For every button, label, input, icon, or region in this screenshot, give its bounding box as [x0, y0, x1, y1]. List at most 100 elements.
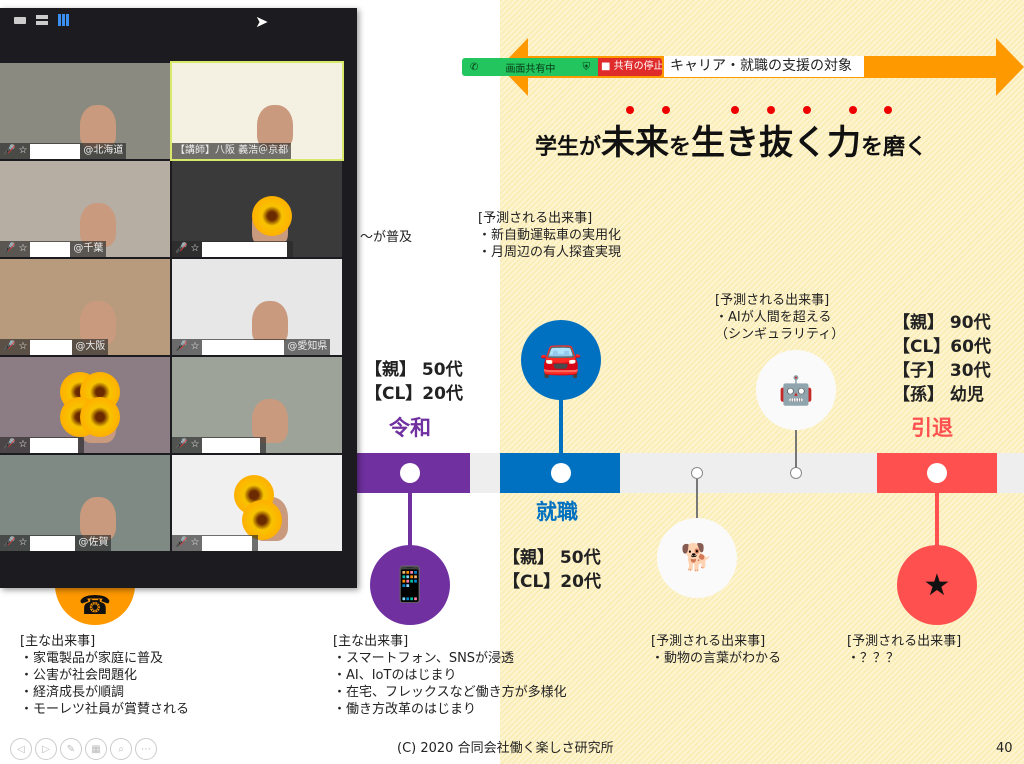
- participant-tile[interactable]: 🎤̸☆: [172, 161, 342, 257]
- slide-title: 学生が未来を生き抜く力を磨く: [535, 115, 927, 164]
- participant-video: [80, 105, 116, 149]
- title-emph: 未来: [601, 123, 670, 163]
- stop-share-button[interactable]: ■ 共有の停止: [598, 58, 662, 76]
- timeline-node: [400, 463, 420, 483]
- redacted-name: [30, 437, 79, 453]
- redacted-name: [30, 339, 73, 355]
- events-heading: [主な出来事]: [20, 634, 96, 649]
- share-status-label: 画面共有中: [505, 63, 556, 75]
- strip-view-icon[interactable]: [36, 15, 48, 25]
- speaker-view-icon[interactable]: [14, 16, 26, 24]
- phone-icon: ✆: [470, 61, 479, 73]
- event-item: ・公害が社会問題化: [20, 668, 138, 683]
- more-options-icon[interactable]: ⋯: [135, 738, 157, 760]
- participant-name: @佐賀: [78, 537, 109, 548]
- events-heading: [予測される出来事]: [715, 293, 830, 308]
- event-item: ・AIが人間を超える: [715, 310, 832, 325]
- intai-age: 【子】 30代: [893, 361, 991, 381]
- robot-icon: 🤖: [756, 350, 836, 430]
- footer-copyright: (C) 2020 合同会社働く楽しさ研究所: [397, 741, 614, 756]
- intai-age: 【CL】60代: [893, 337, 991, 357]
- stem: [696, 479, 698, 519]
- timeline-small-node: [790, 467, 802, 479]
- participant-name-label: 🎤̸☆: [0, 437, 85, 453]
- participant-tile[interactable]: 🎤̸☆@愛知県: [172, 259, 342, 355]
- participant-video: [80, 203, 116, 247]
- participant-tile[interactable]: 🎤̸☆@大阪: [0, 259, 170, 355]
- star-icon: ☆: [190, 439, 200, 450]
- participant-name-label: 🎤̸☆@愛知県: [172, 339, 331, 355]
- car-icon: 🚘: [521, 320, 601, 400]
- flower-mask: [252, 196, 292, 236]
- participant-video: [257, 105, 293, 149]
- participant-tile[interactable]: 🎤̸☆: [172, 357, 342, 453]
- participant-video: [252, 399, 288, 443]
- video-gallery-window[interactable]: 🎤̸☆@北海道【講師】八阪 義浩＠京都🎤̸☆@千葉🎤̸☆🎤̸☆@大阪🎤̸☆@愛知…: [0, 8, 357, 588]
- flower-mask: [242, 500, 282, 540]
- slides-grid-icon[interactable]: ▦: [85, 738, 107, 760]
- event-item: （シンギュラリティ）: [715, 327, 845, 342]
- participant-name-label: 🎤̸☆@北海道: [0, 143, 127, 159]
- smartphone-icon: 📱: [370, 545, 450, 625]
- star-icon: ☆: [190, 341, 200, 352]
- mouse-cursor-icon: ➤: [255, 12, 269, 31]
- redacted-name: [30, 535, 76, 551]
- redacted-name: [202, 535, 253, 551]
- participant-name: @北海道: [83, 145, 124, 156]
- events-top: [予測される出来事] ・新自動運転車の実用化 ・月周辺の有人探査実現: [478, 210, 621, 261]
- zoom-icon[interactable]: ⌕: [110, 738, 132, 760]
- slideshow-controls: ◁ ▷ ✎ ▦ ⌕ ⋯: [10, 738, 157, 760]
- event-item: ・働き方改革のはじまり: [333, 702, 477, 717]
- participant-name: @愛知県: [287, 341, 328, 352]
- muted-mic-icon: 🎤̸: [175, 537, 188, 548]
- star-icon: ☆: [190, 537, 200, 548]
- shield-icon: ⛨: [582, 61, 590, 73]
- title-emph: 力: [827, 123, 862, 163]
- participant-name-label: 🎤̸☆ @佐賀: [0, 535, 112, 551]
- reiwa-age-2: 【CL】20代: [365, 384, 463, 404]
- stop-share-label: 共有の停止: [613, 61, 662, 72]
- pen-icon[interactable]: ✎: [60, 738, 82, 760]
- event-item: ・AI、IoTのはじまり: [333, 668, 457, 683]
- participant-tile[interactable]: 🎤̸☆@千葉: [0, 161, 170, 257]
- star-icon: ☆: [190, 243, 200, 254]
- star-icon: ☆: [18, 537, 28, 548]
- next-slide-icon[interactable]: ▷: [35, 738, 57, 760]
- partial-text: 〜が普及: [360, 230, 413, 245]
- gallery-view-icon[interactable]: [58, 14, 70, 26]
- event-item: ・モーレツ社員が賞賛される: [20, 702, 190, 717]
- redacted-name: [202, 339, 285, 355]
- intai-age: 【孫】 幼児: [893, 385, 984, 405]
- participant-tile[interactable]: 🎤̸☆: [172, 455, 342, 551]
- redacted-name: [30, 241, 71, 257]
- title-part: 学生が: [535, 135, 602, 160]
- event-item: ・？？？: [847, 651, 900, 666]
- participant-tile[interactable]: 🎤̸☆: [0, 357, 170, 453]
- flower-mask: [80, 397, 120, 437]
- event-item: ・スマートフォン、SNSが浸透: [333, 651, 515, 666]
- events-heading: [予測される出来事]: [847, 634, 962, 649]
- star-icon: ☆: [18, 145, 28, 156]
- participant-tile[interactable]: 🎤̸☆@北海道: [0, 63, 170, 159]
- person-dog-icon: 🐕: [657, 518, 737, 598]
- muted-mic-icon: 🎤̸: [3, 439, 16, 450]
- participant-name-label: 🎤̸☆@大阪: [0, 339, 109, 355]
- top-strip: [0, 0, 500, 8]
- previous-slide-icon[interactable]: ◁: [10, 738, 32, 760]
- stem: [795, 428, 797, 468]
- title-part: を: [669, 135, 692, 160]
- participant-name: @大阪: [75, 341, 106, 352]
- participant-tile[interactable]: 【講師】八阪 義浩＠京都: [170, 61, 344, 161]
- star-icon: ☆: [18, 341, 28, 352]
- stop-icon: ■: [601, 61, 611, 72]
- events-heading: [主な出来事]: [333, 634, 409, 649]
- participant-tile[interactable]: 🎤̸☆ @佐賀: [0, 455, 170, 551]
- participant-name-label: 【講師】八阪 義浩＠京都: [172, 143, 292, 159]
- star-icon: ☆: [18, 439, 28, 450]
- participant-name-label: 🎤̸☆: [172, 535, 259, 551]
- muted-mic-icon: 🎤̸: [3, 537, 16, 548]
- screen-share-status: ✆ 画面共有中 ⛨: [462, 58, 598, 76]
- events-retire: [予測される出来事] ・？？？: [847, 633, 961, 667]
- arrow-label: キャリア・就職の支援の対象: [664, 56, 864, 77]
- participant-name-label: 🎤̸☆: [172, 437, 267, 453]
